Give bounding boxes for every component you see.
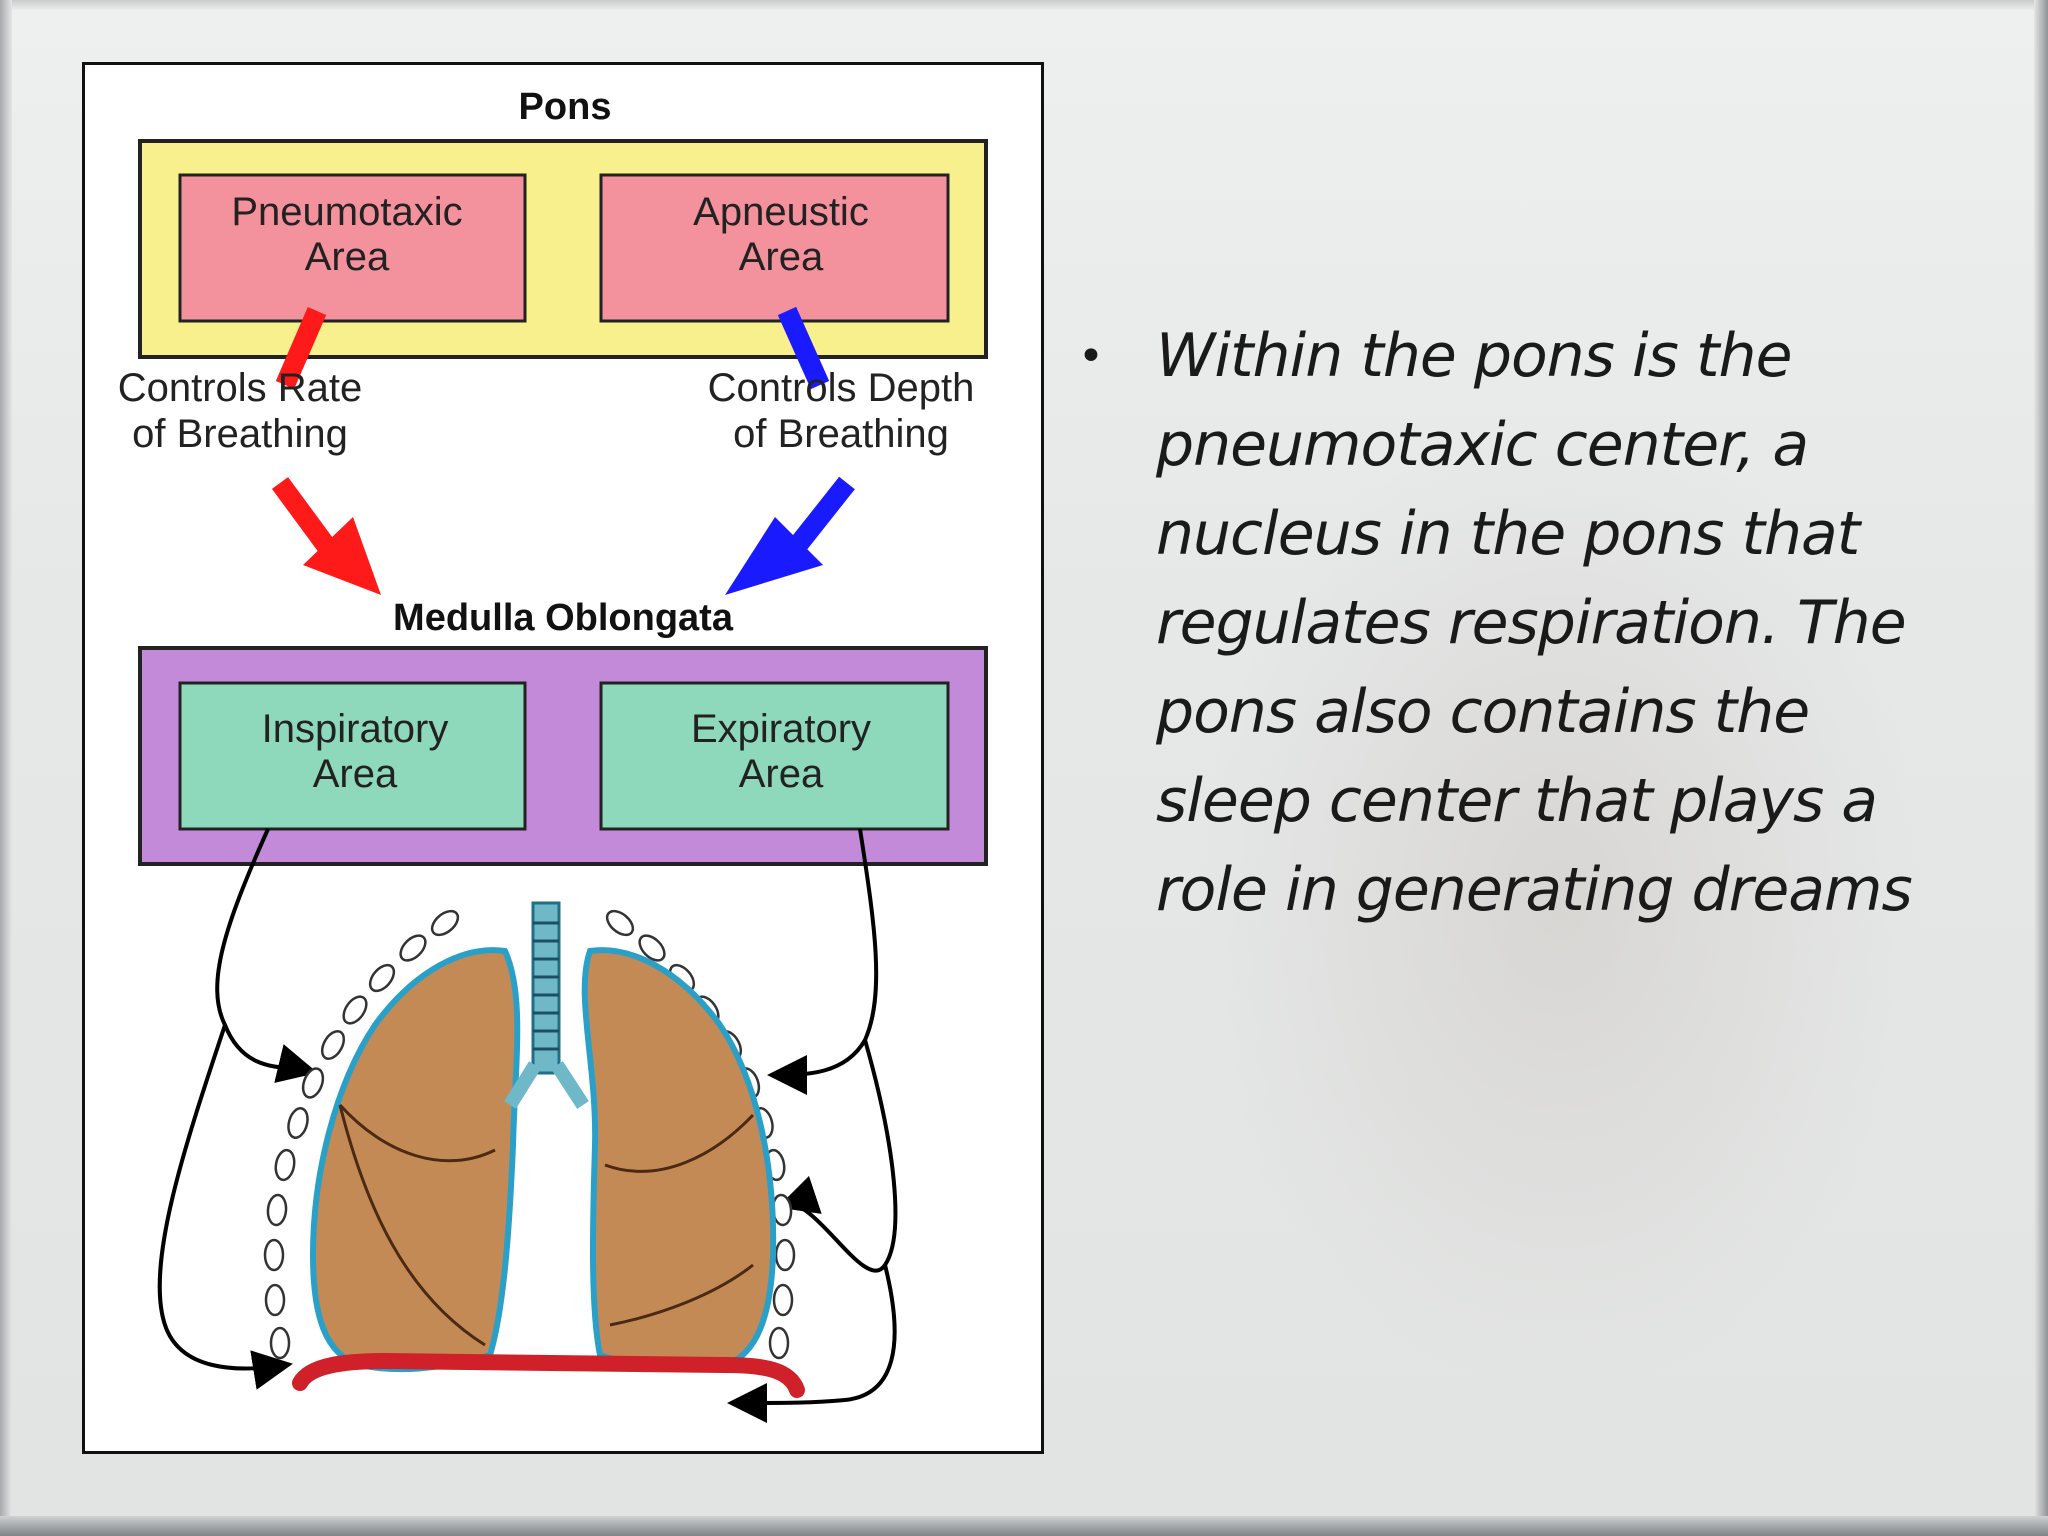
pneumotaxic-area-box [178,173,527,323]
slide-frame-bottom [0,1516,2048,1536]
expiratory-nerve-to-ribs [767,828,879,1095]
depth-arrowhead [725,517,823,595]
expiratory-nerve-to-abdomen [777,1039,898,1273]
right-lung-fissure [604,1113,755,1173]
apneustic-label-line2: Area [739,235,824,279]
diaphragm [292,1352,805,1398]
rib-cage-left [263,909,460,1360]
depth-label-line2: of Breathing [733,412,949,456]
respiratory-control-diagram: Pons Pneumotaxic Area Apneustic Area Con… [82,62,1044,1454]
trachea-rings [533,921,559,1051]
expiratory-nerve-lower [727,1264,897,1423]
trachea [531,901,561,1075]
inspiratory-area-box [178,681,527,831]
rate-arrowhead [303,517,381,595]
inspiratory-label-line1: Inspiratory [262,707,449,751]
medulla-title: Medulla Oblongata [393,597,734,639]
bullet-point: • Within the pons is the pneumotaxic cen… [1078,312,1978,935]
inspiratory-label-line2: Area [313,752,398,796]
expiratory-label-line1: Expiratory [691,707,871,751]
left-lung-fissure [338,1103,496,1163]
expiratory-label-line2: Area [739,752,824,796]
apneustic-area-box [599,173,950,323]
slide-frame-left [0,0,12,1536]
rate-label-line2: of Breathing [132,412,348,456]
bronchi [504,1061,589,1109]
rate-label-line1: Controls Rate [118,366,363,410]
bullet-text: Within the pons is the pneumotaxic cente… [1156,321,1913,925]
apneustic-label-line1: Apneustic [693,190,869,234]
left-lung-fissure-2 [338,1104,486,1347]
pons-title: Pons [519,86,612,128]
slide-frame-top [0,0,2048,10]
slide-frame-right [2034,0,2048,1536]
right-lung-fissure-2 [609,1263,754,1327]
diagram-svg: Pons Pneumotaxic Area Apneustic Area Con… [118,86,988,1423]
inspiratory-nerve-to-ribs [215,828,318,1084]
inspiratory-nerve-to-diaphragm [157,1024,293,1390]
rate-arrow-upper [275,307,327,389]
rate-arrow-lower [271,477,342,561]
bullet-marker: • [1078,331,1104,382]
pneumotaxic-label-line2: Area [305,235,390,279]
pneumotaxic-label-line1: Pneumotaxic [231,190,462,234]
depth-arrow-upper [777,306,830,390]
depth-label-line1: Controls Depth [708,366,975,410]
expiratory-area-box [599,681,950,831]
